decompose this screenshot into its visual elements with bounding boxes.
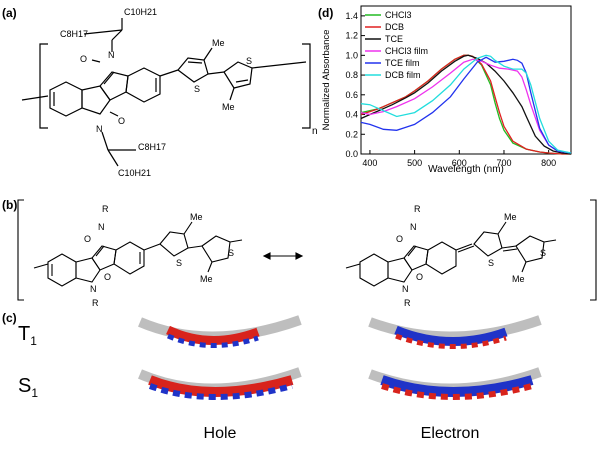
legend-entry: DCB film [385, 70, 421, 80]
b-right-R-bottom: R [404, 298, 411, 308]
x-tick-label: 800 [541, 158, 556, 168]
legend-entry: CHCl3 film [385, 46, 428, 56]
y-tick-label: 0.4 [345, 110, 358, 120]
panel-label-c: (c) [2, 311, 17, 325]
methyl-label-1: Me [212, 38, 225, 48]
chart-lines [360, 54, 572, 155]
panel-b-structures [17, 199, 597, 301]
legend-entry: TCE [385, 34, 403, 44]
panel-label-a: (a) [2, 6, 17, 20]
b-right-S-2: S [540, 248, 546, 258]
b-left-R-top: R [102, 204, 109, 214]
b-left-O-bottom: O [104, 272, 111, 282]
b-left-Me-bottom: Me [200, 274, 213, 284]
alkyl-label-bottom-inner: C8H17 [138, 142, 166, 152]
x-tick-label: 600 [452, 158, 467, 168]
panel-label-d: (d) [318, 6, 333, 20]
atom-N-lower: N [96, 124, 103, 134]
y-tick-label: 0.8 [345, 70, 358, 80]
repeat-unit-n: n [312, 126, 318, 137]
y-tick-label: 1.4 [345, 11, 358, 21]
b-left-S-1: S [176, 258, 182, 268]
x-tick-label: 400 [362, 158, 377, 168]
b-left-R-bottom: R [92, 298, 99, 308]
bracket-b-right [590, 199, 597, 301]
column-label-electron: Electron [421, 425, 480, 442]
atom-O-lower: O [118, 116, 125, 126]
series-line-5 [360, 54, 572, 154]
b-right-O-bottom: O [416, 272, 423, 282]
bracket-b-left [17, 199, 24, 301]
chart-y-axis-label: Normalized Absorbance [321, 30, 332, 131]
b-left-S-2: S [228, 248, 234, 258]
series-line-4 [360, 56, 572, 154]
x-tick-label: 500 [407, 158, 422, 168]
b-right-Me-bottom: Me [512, 274, 525, 284]
b-right-S-1: S [488, 258, 494, 268]
panel-a-labels: C10H21 C8H17 N O Me S S Me O N C8H17 C10… [60, 7, 318, 178]
atom-O-upper: O [80, 54, 87, 64]
methyl-label-2: Me [222, 102, 235, 112]
bracket-right [302, 43, 311, 129]
orbital-t1-hole [138, 315, 302, 348]
panel-label-b: (b) [2, 198, 17, 212]
atom-N-upper: N [108, 50, 115, 60]
panel-c-orbitals: T1 S1 Hole Electron [18, 315, 542, 442]
orbital-s1-hole [138, 367, 302, 400]
alkyl-label-bottom-outer: C10H21 [118, 168, 151, 178]
orbital-t1-electron [368, 315, 542, 350]
orbital-s1-electron [368, 367, 542, 400]
y-tick-label: 1.0 [345, 50, 358, 60]
b-left-Me-top: Me [190, 212, 203, 222]
b-right-R-top: R [414, 204, 421, 214]
row-label-s1: S1 [18, 375, 38, 400]
bracket-left [39, 43, 48, 129]
series-line-3 [360, 58, 572, 154]
b-right-Me-top: Me [504, 212, 517, 222]
column-label-hole: Hole [204, 425, 237, 442]
panel-a-structure [21, 18, 311, 167]
y-tick-label: 0.6 [345, 90, 358, 100]
legend-entry: CHCl3 [385, 10, 412, 20]
b-left-O-top: O [84, 234, 91, 244]
panel-b-labels: R N O Me S S Me O N R R N O Me S S Me O … [84, 204, 546, 308]
y-tick-label: 0.0 [345, 149, 358, 159]
chart-x-axis-label: Wavelength (nm) [428, 164, 504, 175]
alkyl-label-top-outer: C10H21 [124, 7, 157, 17]
row-label-t1: T1 [18, 323, 37, 348]
legend-entry: TCE film [385, 58, 420, 68]
y-tick-label: 1.2 [345, 31, 358, 41]
b-left-N-bottom: N [90, 284, 97, 294]
b-left-N-top: N [98, 222, 105, 232]
chart-ticks: 400 500 600 700 800 0.0 0.2 0.4 0.6 0.8 1.0 1.2 1.4 [345, 11, 556, 168]
b-right-N-top: N [410, 222, 417, 232]
y-tick-label: 0.2 [345, 129, 358, 139]
atom-S-1: S [194, 84, 200, 94]
b-right-O-top: O [396, 234, 403, 244]
chart-plot-area [360, 5, 572, 155]
alkyl-label-top-inner: C8H17 [60, 29, 88, 39]
x-tick-label: 700 [496, 158, 511, 168]
legend-entry: DCB [385, 22, 404, 32]
b-right-N-bottom: N [402, 284, 409, 294]
atom-S-2: S [246, 56, 252, 66]
